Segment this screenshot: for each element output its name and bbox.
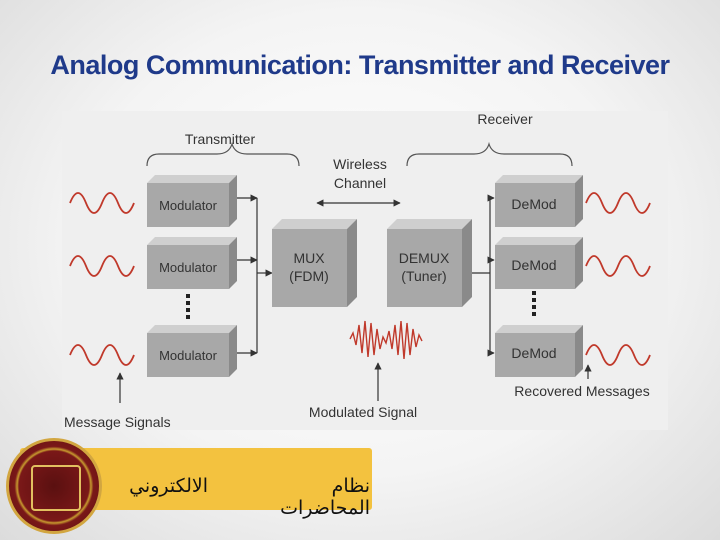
wireless-label-line2: Channel: [334, 175, 386, 191]
modulator-box-3: Modulator: [147, 325, 237, 377]
input-waves: [69, 192, 135, 366]
demod-box-2: DeMod: [495, 237, 583, 289]
modulator-label: Modulator: [159, 260, 217, 275]
message-wave-2: [69, 255, 135, 277]
demod-label: DeMod: [511, 345, 556, 361]
mod-to-mux-arrows: [237, 194, 273, 357]
demux-label-line2: (Tuner): [401, 268, 446, 284]
transmitter-label: Transmitter: [185, 131, 256, 147]
recovered-wave-1: [585, 192, 651, 214]
message-wave-1: [69, 192, 135, 214]
message-wave-3: [69, 344, 135, 366]
seal-emblem: [31, 465, 81, 511]
mux-box: MUX (FDM): [272, 219, 357, 307]
modulator-ellipsis: [186, 294, 190, 319]
diagram-svg: Transmitter Receiver Wireless Channel Mo…: [64, 111, 651, 430]
demod-label: DeMod: [511, 257, 556, 273]
message-signals-label: Message Signals: [64, 414, 171, 430]
demod-box-1: DeMod: [495, 175, 583, 227]
output-waves: [585, 192, 651, 366]
modulator-box-1: Modulator: [147, 175, 237, 227]
modulator-label: Modulator: [159, 198, 217, 213]
modulator-box-2: Modulator: [147, 237, 237, 289]
modulated-signal-label: Modulated Signal: [309, 404, 417, 420]
receiver-brace: [406, 141, 573, 167]
mux-label-line1: MUX: [293, 250, 325, 266]
footer-text-left: الالكتروني: [129, 475, 208, 497]
modulator-label: Modulator: [159, 348, 217, 363]
demux-to-demod-arrows: [472, 194, 495, 357]
communication-diagram: Transmitter Receiver Wireless Channel Mo…: [62, 111, 668, 430]
demod-label: DeMod: [511, 196, 556, 212]
demod-box-3: DeMod: [495, 325, 583, 377]
transmitter-brace: [146, 141, 300, 167]
modulated-signal-wave: [349, 320, 423, 360]
recovered-wave-2: [585, 255, 651, 277]
demux-label-line1: DEMUX: [399, 250, 450, 266]
demux-box: DEMUX (Tuner): [387, 219, 472, 307]
footer-text-right: نظام المحاضرات: [280, 475, 370, 519]
recovered-wave-3: [585, 344, 651, 366]
wireless-label-line1: Wireless: [333, 156, 387, 172]
recovered-messages-label: Recovered Messages: [514, 383, 649, 399]
slide-title: Analog Communication: Transmitter and Re…: [50, 50, 670, 80]
university-seal-icon: [6, 438, 102, 534]
demod-ellipsis: [532, 291, 536, 316]
mux-label-line2: (FDM): [289, 268, 329, 284]
receiver-label: Receiver: [477, 111, 533, 127]
